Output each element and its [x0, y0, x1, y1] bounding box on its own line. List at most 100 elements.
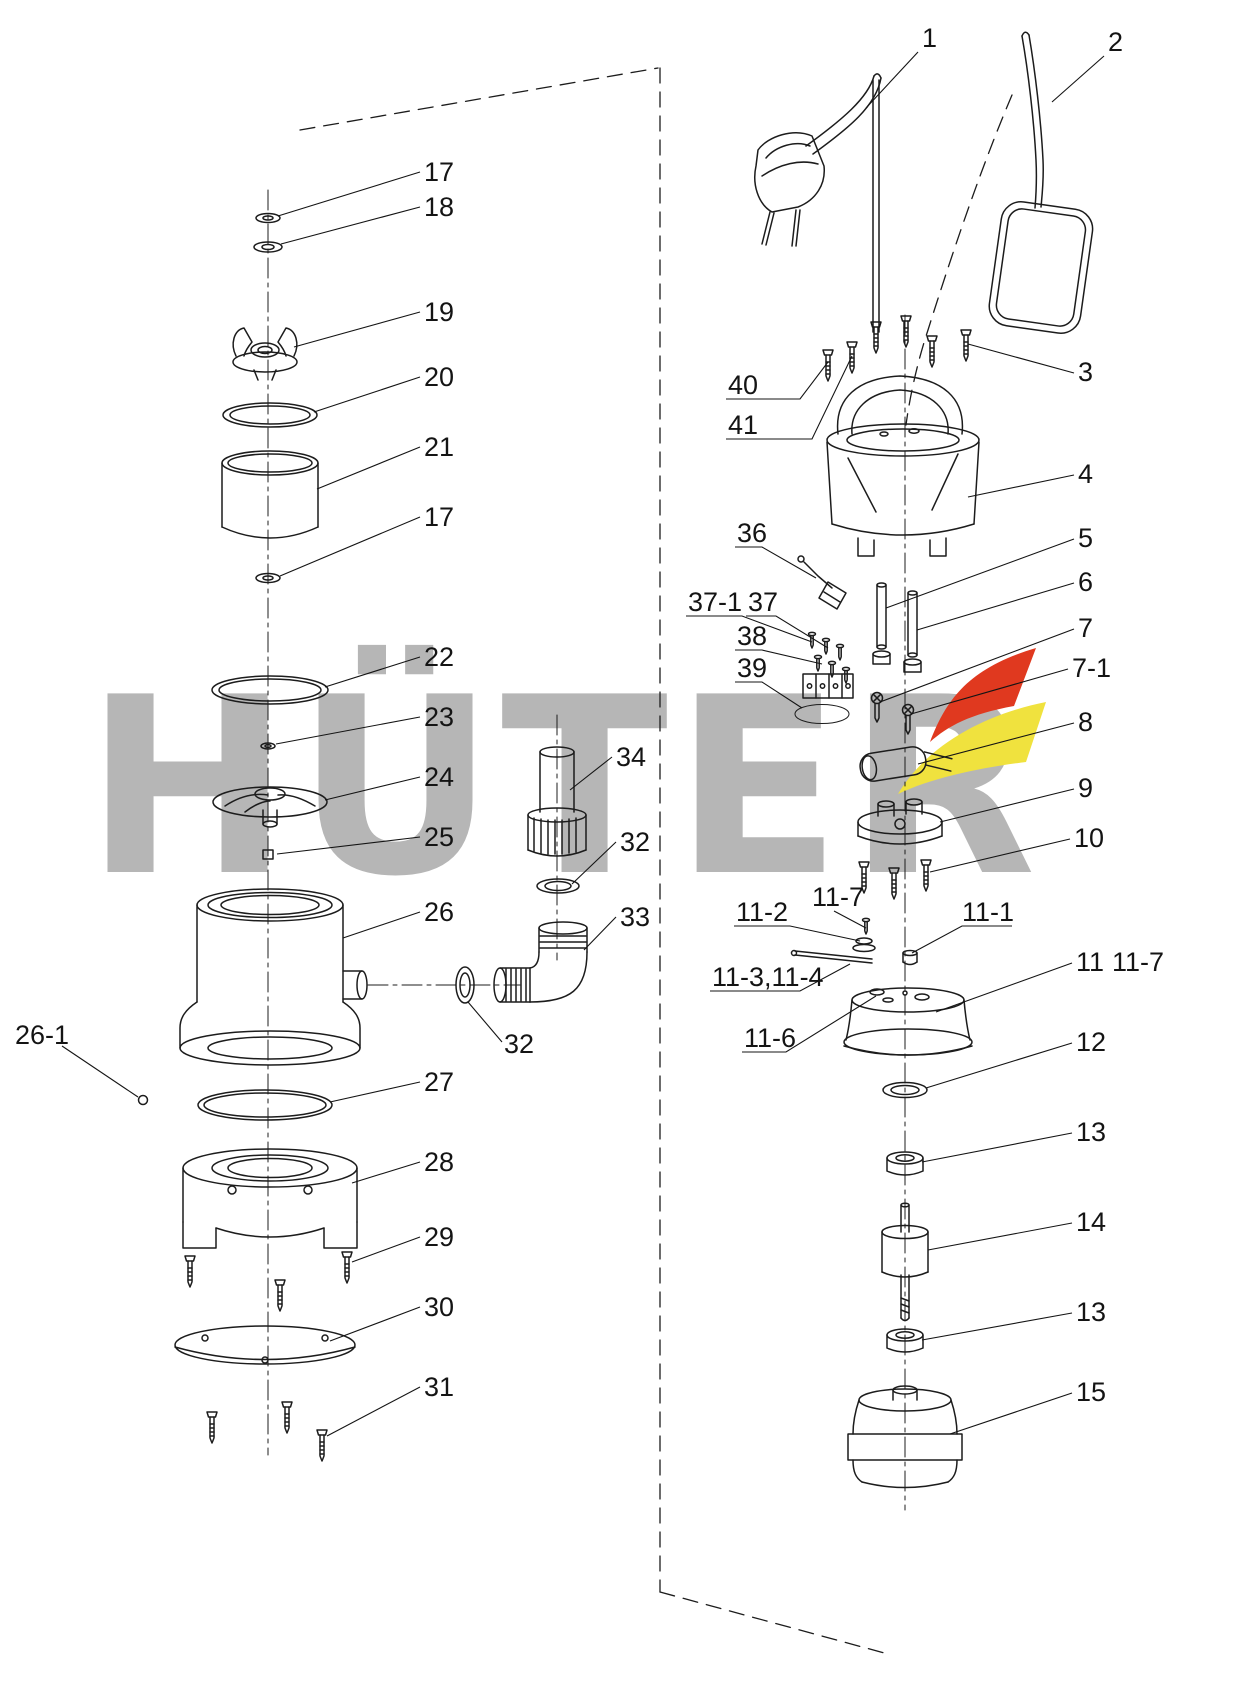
part-label-41: 41 — [728, 410, 758, 440]
leader-line-11-6 — [742, 995, 877, 1053]
part-39-terminal-block — [794, 673, 854, 724]
leader-line-15 — [949, 1392, 1073, 1435]
leader-line-32 — [571, 841, 617, 885]
part-32-gasket-side — [455, 966, 475, 1004]
part-1-power-cord — [754, 73, 882, 333]
leader-line-37 — [746, 615, 829, 649]
part-label-10: 10 — [1074, 823, 1104, 853]
leader-line-20 — [313, 376, 421, 413]
part-26-pump-housing — [179, 888, 521, 1066]
leader-line-17 — [277, 171, 421, 217]
leader-line-5 — [885, 538, 1075, 609]
part-label-23: 23 — [424, 702, 454, 732]
part-label-11-2: 11-2 — [736, 897, 788, 927]
part-label-13: 13 — [1076, 1117, 1106, 1147]
part-label-8: 8 — [1078, 707, 1093, 737]
part-label-40: 40 — [728, 370, 758, 400]
part-23-washer-small — [260, 742, 276, 750]
part-11-motor-cover — [843, 987, 973, 1056]
part-14-rotor — [881, 1202, 929, 1322]
watermark: HÜTER — [85, 644, 1046, 930]
part-8-capacitor — [859, 746, 953, 782]
leader-line-33 — [583, 916, 617, 951]
part-label-7: 7 — [1078, 613, 1093, 643]
part-label-1: 1 — [922, 23, 937, 53]
boundary-lines — [299, 67, 889, 1655]
part-label-25: 25 — [424, 822, 454, 852]
part-19-cutter — [232, 327, 298, 381]
part-label-13: 13 — [1076, 1297, 1106, 1327]
part-25-key — [262, 849, 274, 860]
part-label-30: 30 — [424, 1292, 454, 1322]
part-27-o-ring-large — [197, 1089, 333, 1121]
part-label-18: 18 — [424, 192, 454, 222]
part-labels-layer: 171819202117222324252626-127282930313432… — [15, 23, 1164, 1437]
leader-line-4 — [967, 474, 1075, 498]
part-32-gasket-top — [536, 878, 580, 894]
part-9-bearing-plate — [857, 798, 943, 845]
part-label-21: 21 — [424, 432, 454, 462]
part-label-6: 6 — [1078, 567, 1093, 597]
leader-line-13 — [921, 1312, 1073, 1341]
part-label-19: 19 — [424, 297, 454, 327]
leader-line-13 — [921, 1132, 1073, 1163]
leader-line-9 — [939, 788, 1075, 823]
leader-line-10 — [929, 838, 1071, 873]
leader-line-26 — [342, 911, 421, 939]
leader-line-21 — [316, 446, 421, 490]
part-label-12: 12 — [1076, 1027, 1106, 1057]
part-11-fasteners — [790, 917, 918, 996]
part-label-32: 32 — [504, 1029, 534, 1059]
part-label-36: 36 — [737, 518, 767, 548]
watermark-flag-red-shape — [930, 648, 1036, 742]
part-28-base-cover — [182, 1148, 358, 1249]
part-label-20: 20 — [424, 362, 454, 392]
leader-line-11 — [935, 962, 1073, 1013]
leader-line-7 — [879, 628, 1075, 703]
part-21-filter-cup — [221, 450, 319, 539]
leader-line-30 — [329, 1306, 421, 1342]
part-label-39: 39 — [737, 653, 767, 683]
leader-line-2 — [1051, 55, 1105, 103]
part-label-11: 11 — [1076, 947, 1104, 977]
part-24-impeller — [212, 786, 328, 828]
right-assembly — [754, 31, 1094, 1511]
leader-line-1 — [865, 51, 919, 109]
part-18-washer — [253, 241, 283, 253]
part-label-38: 38 — [737, 621, 767, 651]
leader-line-23 — [275, 716, 421, 745]
part-6-rod — [903, 590, 922, 673]
part-label-4: 4 — [1078, 459, 1093, 489]
part-label-7-1: 7-1 — [1072, 653, 1111, 683]
part-label-37: 37 — [748, 587, 778, 617]
part-label-5: 5 — [1078, 523, 1093, 553]
part-label-33: 33 — [620, 902, 650, 932]
leader-line-25 — [276, 836, 421, 855]
leader-line-28 — [351, 1161, 421, 1184]
leader-line-11-3,11-4 — [710, 963, 851, 992]
part-label-37-1: 37-1 — [688, 587, 742, 617]
part-label-26: 26 — [424, 897, 454, 927]
part-5-rod — [872, 582, 891, 665]
part-2-float-switch — [905, 31, 1094, 426]
leader-line-31 — [326, 1386, 421, 1437]
leader-line-19 — [293, 311, 421, 348]
part-label-31: 31 — [424, 1372, 454, 1402]
part-34-hose-adapter — [527, 746, 587, 857]
leader-line-12 — [925, 1042, 1073, 1089]
part-label-11-3,11-4: 11-3,11-4 — [712, 962, 824, 992]
leader-line-24 — [324, 776, 421, 801]
part-label-17: 17 — [424, 502, 454, 532]
part-label-22: 22 — [424, 642, 454, 672]
middle-assembly — [455, 714, 588, 1004]
leader-line-36 — [735, 546, 817, 579]
part-31-screws — [206, 1401, 328, 1462]
part-label-32: 32 — [620, 827, 650, 857]
leader-line-22 — [324, 656, 421, 688]
part-label-11-6: 11-6 — [744, 1023, 796, 1053]
watermark-brand-text: HÜTER — [85, 644, 1042, 930]
leader-line-37-1 — [686, 615, 813, 643]
leader-line-26-1 — [61, 1045, 139, 1098]
part-12-washer — [882, 1081, 928, 1099]
